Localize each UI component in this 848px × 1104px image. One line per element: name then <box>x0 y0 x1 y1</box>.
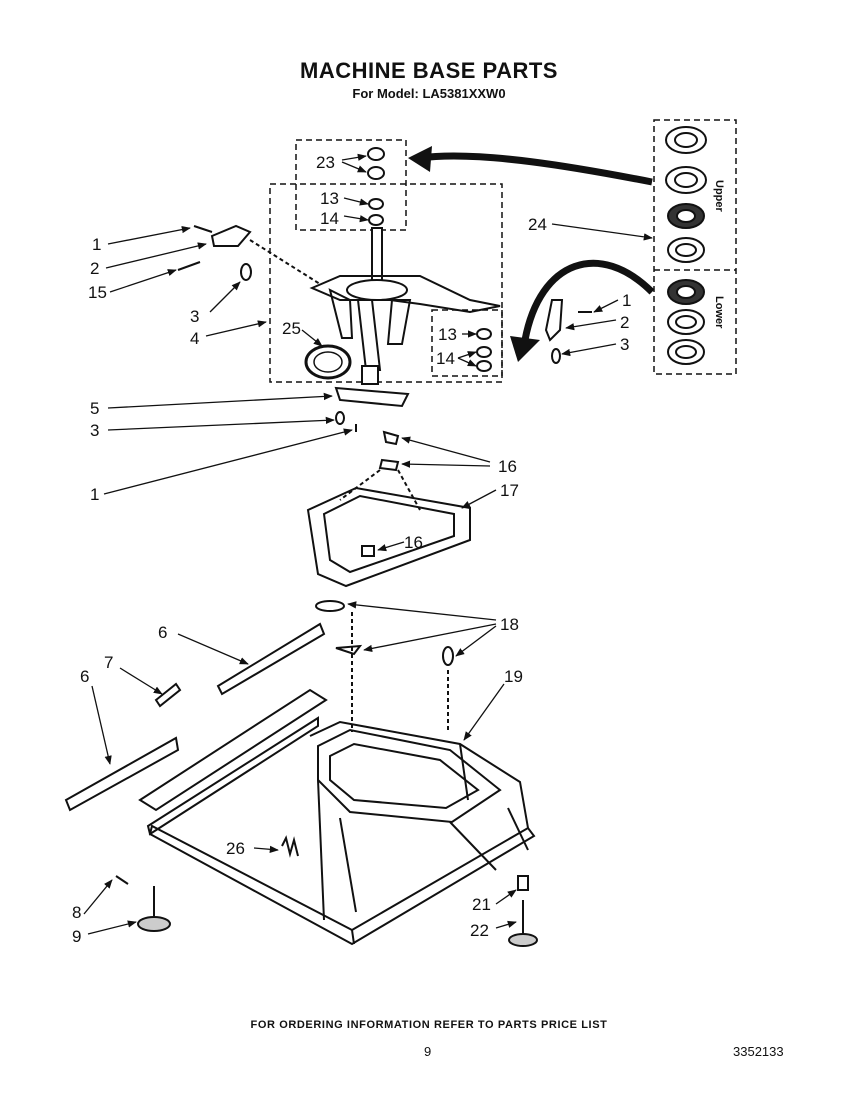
callout-24: 24 <box>528 215 547 234</box>
callout-19: 19 <box>504 667 523 686</box>
callout-21: 21 <box>472 895 491 914</box>
spring <box>281 835 299 858</box>
callout-22: 22 <box>470 921 489 940</box>
transmission-assembly-box <box>269 183 503 383</box>
lower-kit-label: Lower <box>713 296 725 329</box>
callout-17: 17 <box>500 481 519 500</box>
bearing-kit-box <box>653 119 737 375</box>
document-number: 3352133 <box>733 1044 784 1059</box>
callout-25: 25 <box>282 319 301 338</box>
callout-1-right: 1 <box>622 291 631 310</box>
lower-bearing-box <box>431 309 503 377</box>
callout-1-mid: 1 <box>90 485 99 504</box>
upper-bearing-stack <box>367 147 385 226</box>
upper-bearing-box <box>295 139 407 231</box>
bearing-kit <box>665 126 707 365</box>
callout-15: 15 <box>88 283 107 302</box>
kit-to-lower-arrow <box>510 259 655 362</box>
pad-and-clips <box>306 430 471 588</box>
model-subtitle: For Model: LA5381XXW0 <box>352 86 506 101</box>
callout-13-upper: 13 <box>320 189 339 208</box>
base-frame <box>138 688 536 946</box>
callout-5: 5 <box>90 399 99 418</box>
callout-7: 7 <box>104 653 113 672</box>
right-brackets <box>544 299 592 364</box>
strap-bracket <box>334 386 410 432</box>
upper-kit-label: Upper <box>713 180 725 213</box>
callout-16-lower: 16 <box>404 533 423 552</box>
callout-14-upper: 14 <box>320 209 339 228</box>
ordering-note: FOR ORDERING INFORMATION REFER TO PARTS … <box>250 1019 608 1031</box>
callout-3-left: 3 <box>190 307 199 326</box>
callout-3-mid: 3 <box>90 421 99 440</box>
callout-14-lower: 14 <box>436 349 455 368</box>
callout-6-upper: 6 <box>158 623 167 642</box>
kit-to-upper-arrow <box>408 146 653 186</box>
side-rails <box>64 622 326 812</box>
transmission <box>309 227 501 385</box>
callout-18: 18 <box>500 615 519 634</box>
callout-23: 23 <box>316 153 335 172</box>
lower-bearing-stack <box>476 328 492 372</box>
callout-4: 4 <box>190 329 199 348</box>
seal-ring <box>304 344 352 380</box>
callout-9: 9 <box>72 927 81 946</box>
callout-2-left: 2 <box>90 259 99 278</box>
callout-6-lower: 6 <box>80 667 89 686</box>
page-title: MACHINE BASE PARTS <box>300 58 558 83</box>
retainer-clips <box>315 600 454 732</box>
callout-13-lower: 13 <box>438 325 457 344</box>
callout-26: 26 <box>226 839 245 858</box>
left-brackets <box>177 224 321 285</box>
leveling-legs <box>115 875 538 947</box>
callout-8: 8 <box>72 903 81 922</box>
callout-16-upper: 16 <box>498 457 517 476</box>
page-number: 9 <box>424 1044 432 1059</box>
callout-1-left: 1 <box>92 235 101 254</box>
callout-3-right: 3 <box>620 335 629 354</box>
callout-2-right: 2 <box>620 313 629 332</box>
